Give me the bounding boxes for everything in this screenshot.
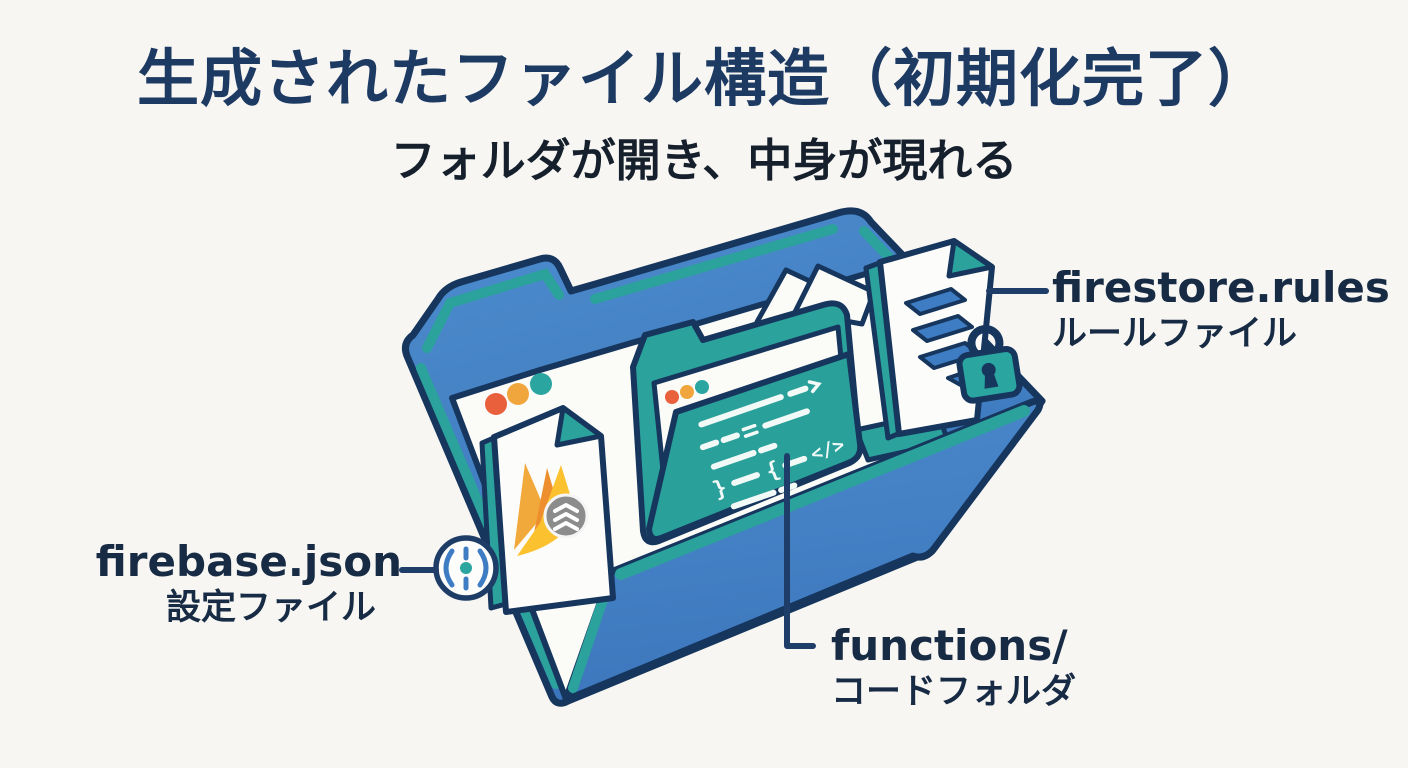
page-title: 生成されたファイル構造（初期化完了） — [136, 42, 1271, 115]
firebase-json-description: 設定ファイル — [165, 588, 376, 629]
firestore-rules-file-icon — [863, 238, 1023, 441]
padlock-icon — [956, 325, 1023, 404]
flap-teal-rim-left — [568, 583, 612, 693]
folder-front-flap — [562, 397, 1044, 704]
annotation-connectors — [399, 288, 1049, 649]
functions-code-folder-icon: } { </> — [630, 263, 877, 553]
connector-functions — [784, 453, 816, 649]
page-subtitle: フォルダが開き、中身が現れる — [390, 134, 1018, 187]
json-config-badge-icon — [433, 535, 499, 601]
functions-filename: functions/ — [831, 621, 1068, 670]
annotation-firebase-json: firebase.json 設定ファイル — [84, 538, 402, 628]
firestore-rules-filename: firestore.rules — [1052, 263, 1390, 312]
window-dots-icon-small — [665, 380, 709, 404]
firestore-rules-description: ルールファイル — [1052, 314, 1298, 355]
file-fold-corner — [946, 238, 995, 279]
window-dots-icon — [485, 373, 552, 415]
firebase-json-file-icon — [479, 405, 616, 615]
functions-description: コードフォルダ — [831, 672, 1077, 713]
flap-teal-rim — [615, 405, 1030, 580]
code-folder-front — [646, 351, 864, 542]
annotation-functions: functions/ コードフォルダ — [831, 622, 1076, 712]
firebase-json-filename: firebase.json — [95, 537, 402, 586]
file-fold-corner — [554, 405, 604, 448]
layers-badge-icon — [543, 493, 589, 539]
annotation-firestore-rules: firestore.rules ルールファイル — [1052, 264, 1390, 354]
